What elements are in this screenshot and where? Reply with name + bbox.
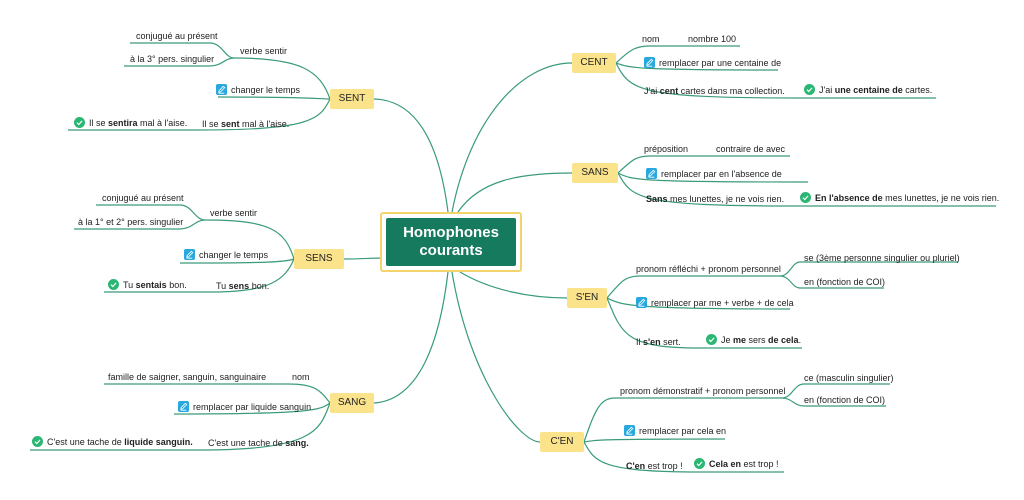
sens-correct-example: Tu sentais bon. [108, 279, 187, 291]
cent-replace-item[interactable]: remplacer par une centaine de [644, 57, 781, 69]
sens-example: Tu sens bon. [216, 281, 270, 291]
check-icon [706, 334, 717, 345]
check-icon [32, 436, 43, 447]
cen-replace-item[interactable]: remplacer par cela en [624, 425, 726, 437]
central-topic-line1: Homophones [403, 224, 499, 241]
sens-pers-label: à la 1° et 2° pers. singulier [78, 217, 184, 227]
cen-en-label: en (fonction de COI) [804, 395, 886, 405]
cent-nom-label: nom [642, 34, 660, 44]
sang-example: C'est une tache de sang. [208, 438, 309, 448]
sans-prep-label: préposition [644, 144, 689, 154]
sans-example: Sans mes lunettes, je ne vois rien. [646, 194, 785, 204]
sent-change-label: changer le temps [231, 85, 301, 95]
sens-change-item[interactable]: changer le temps [184, 249, 268, 261]
sent-verbe-label: verbe sentir [240, 46, 288, 56]
sen-replace-label: remplacer par me + verbe + de cela [651, 298, 794, 308]
topic-sen[interactable]: S'EN [567, 288, 607, 308]
cen-correct-example: Cela en est trop ! [694, 458, 779, 470]
sens-conj-label: conjugué au présent [102, 193, 184, 203]
central-topic[interactable]: Homophones courants [380, 212, 522, 272]
sen-pronom-label: pronom réfléchi + pronom personnel [636, 264, 781, 274]
sent-conj-label: conjugué au présent [136, 31, 218, 41]
sans-correct-example: En l'absence de mes lunettes, je ne vois… [800, 192, 999, 204]
cent-nombre-label: nombre 100 [688, 34, 737, 44]
cen-replace-label: remplacer par cela en [639, 426, 727, 436]
cent-example: J'ai cent cartes dans ma collection. [644, 86, 785, 96]
sent-pers-label: à la 3° pers. singulier [130, 54, 215, 64]
sent-example: Il se sent mal à l'aise. [202, 119, 290, 129]
pencil-icon [644, 57, 655, 68]
pencil-icon [636, 297, 647, 308]
sens-verbe-label: verbe sentir [210, 208, 258, 218]
check-icon [74, 117, 85, 128]
cent-correct-example: J'ai une centaine de cartes. [804, 84, 932, 96]
pencil-icon [216, 84, 227, 95]
sen-en-label: en (fonction de COI) [804, 277, 886, 287]
pencil-icon [184, 249, 195, 260]
topic-sens[interactable]: SENS [294, 249, 344, 269]
sang-nom-label: nom [292, 372, 310, 382]
cen-ce-label: ce (masculin singulier) [804, 373, 894, 383]
topic-sans[interactable]: SANS [572, 163, 618, 183]
cen-example: C'en est trop ! [626, 461, 683, 471]
sans-replace-item[interactable]: remplacer par en l'absence de [646, 168, 782, 180]
topic-cen[interactable]: C'EN [540, 432, 584, 452]
sen-correct-example: Je me sers de cela. [706, 334, 801, 346]
pencil-icon [624, 425, 635, 436]
topic-cent[interactable]: CENT [572, 53, 616, 73]
sans-contraire-label: contraire de avec [716, 144, 786, 154]
sang-replace-label: remplacer par liquide sanguin [193, 402, 312, 412]
sen-example: Il s'en sert. [636, 337, 681, 347]
sent-correct-example: Il se sentira mal à l'aise. [74, 117, 187, 129]
sans-replace-label: remplacer par en l'absence de [661, 169, 782, 179]
sang-correct-example: C'est une tache de liquide sanguin. [32, 436, 193, 448]
check-icon [694, 458, 705, 469]
sent-change-item[interactable]: changer le temps [216, 84, 300, 96]
sang-famille-label: famille de saigner, sanguin, sanguinaire [108, 372, 267, 382]
cen-pronom-label: pronom démonstratif + pronom personnel [620, 386, 786, 396]
pencil-icon [178, 401, 189, 412]
sens-change-label: changer le temps [199, 250, 269, 260]
sen-replace-item[interactable]: remplacer par me + verbe + de cela [636, 297, 794, 309]
central-topic-line2: courants [419, 242, 483, 259]
topic-sent[interactable]: SENT [330, 89, 374, 109]
check-icon [800, 192, 811, 203]
cent-replace-label: remplacer par une centaine de [659, 58, 782, 68]
sang-replace-item[interactable]: remplacer par liquide sanguin [178, 401, 311, 413]
check-icon [804, 84, 815, 95]
pencil-icon [646, 168, 657, 179]
sen-se-label: se (3ème personne singulier ou pluriel) [804, 253, 960, 263]
topic-sang[interactable]: SANG [330, 393, 374, 413]
check-icon [108, 279, 119, 290]
